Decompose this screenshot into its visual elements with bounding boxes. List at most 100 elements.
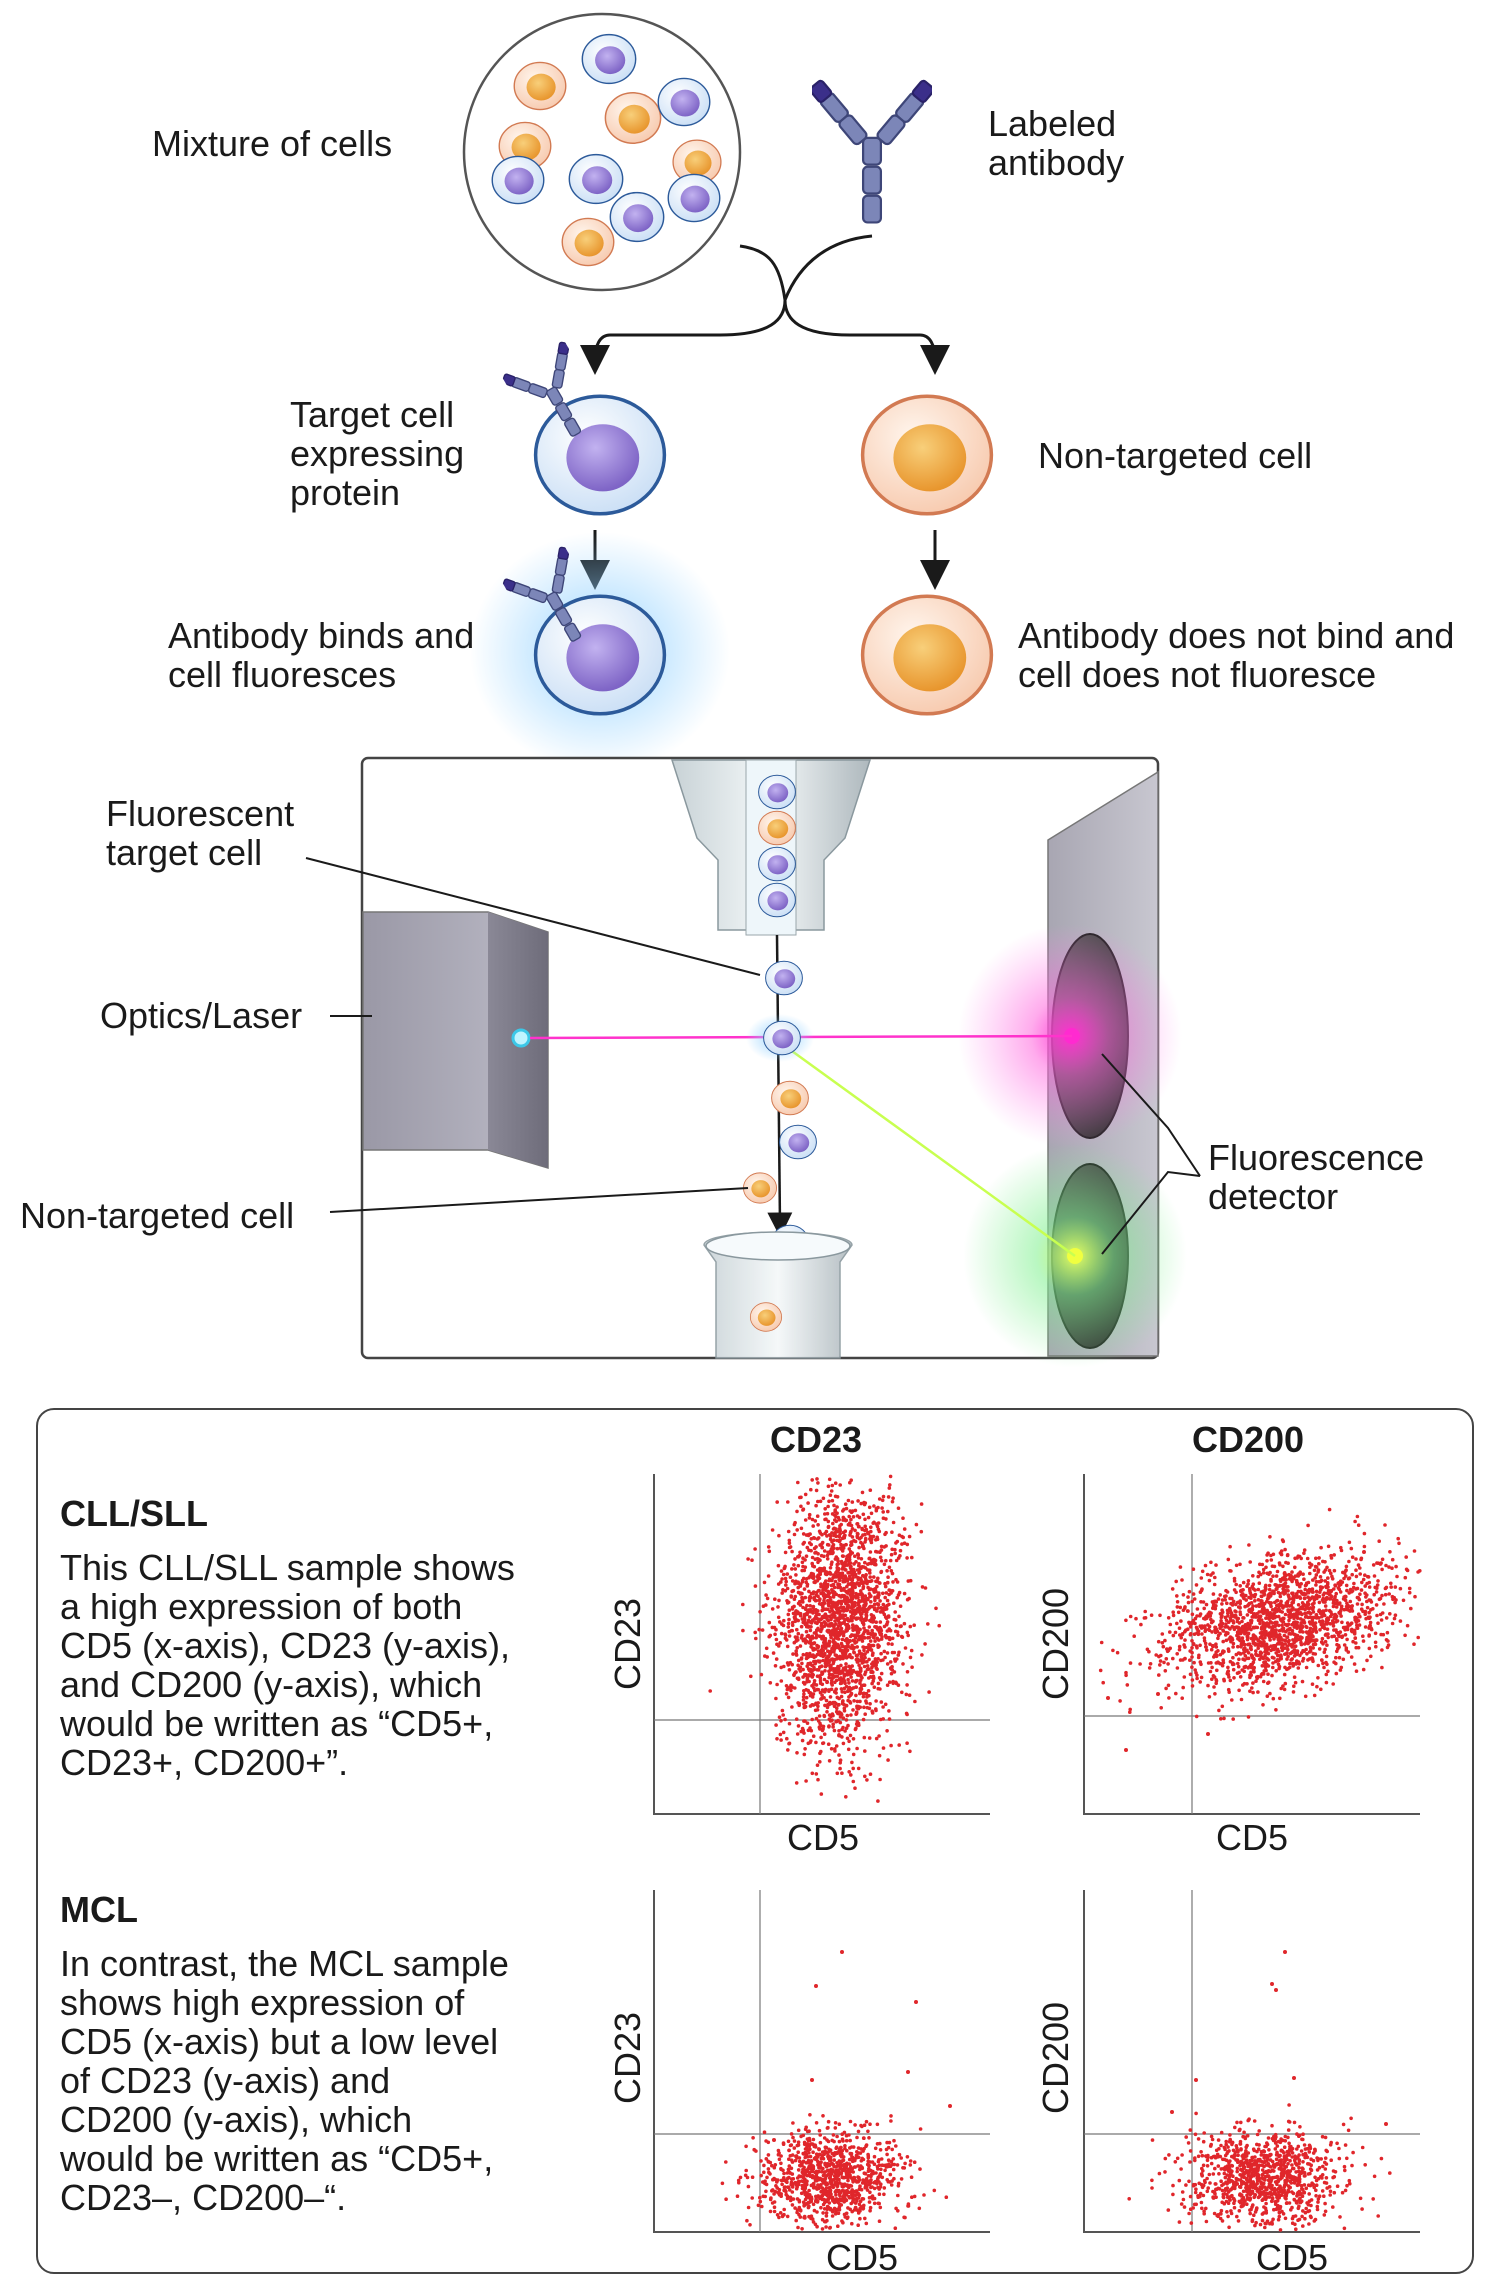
scatter-dot xyxy=(820,1728,825,1733)
scatter-dot xyxy=(1218,1593,1222,1597)
scatter-dot xyxy=(1339,1604,1344,1609)
scatter-dot xyxy=(817,1660,822,1664)
scatter-dot xyxy=(847,2162,852,2166)
scatter-dot xyxy=(862,1645,867,1650)
scatter-dot xyxy=(1231,1645,1235,1649)
scatter-dot xyxy=(804,1695,809,1700)
scatter-dot xyxy=(902,1541,907,1545)
scatter-dot xyxy=(867,1505,872,1510)
scatter-dot xyxy=(900,1635,905,1639)
scatter-dot xyxy=(1210,1630,1214,1634)
scatter-dot xyxy=(816,1594,820,1599)
scatter-dot xyxy=(1304,1665,1309,1670)
scatter-dot xyxy=(1186,1600,1191,1605)
scatter-dot xyxy=(853,1786,857,1790)
scatter-dot xyxy=(1317,1647,1322,1651)
scatter-dot xyxy=(838,2150,843,2155)
scatter-dot xyxy=(1267,1572,1271,1576)
scatter-dot xyxy=(804,1629,809,1634)
scatter-dot xyxy=(1292,1675,1297,1679)
scatter-dot xyxy=(1205,1572,1210,1577)
scatter-dot xyxy=(1217,1708,1221,1713)
scatter-dot xyxy=(868,1631,872,1636)
scatter-dot xyxy=(1160,1632,1165,1636)
scatter-dot xyxy=(1251,1690,1255,1695)
scatter-dot xyxy=(1300,1679,1305,1684)
scatter-dot xyxy=(1221,1658,1225,1662)
scatter-dot xyxy=(909,1648,914,1653)
scatter-dot xyxy=(1319,1687,1323,1692)
scatter-dot xyxy=(810,1771,815,1776)
scatter-dot xyxy=(848,2207,852,2212)
scatter-dot xyxy=(851,2170,855,2174)
scatter-dot xyxy=(1302,1551,1306,1555)
scatter-dot xyxy=(886,1575,890,1579)
scatter-dot xyxy=(1295,1611,1299,1616)
scatter-dot xyxy=(777,2157,782,2162)
scatter-dot xyxy=(1264,1668,1268,1673)
scatter-dot xyxy=(815,2178,820,2182)
scatter-dot xyxy=(759,2173,763,2178)
scatter-dot xyxy=(1158,1659,1163,1663)
scatter-dot xyxy=(827,1759,832,1763)
scatter-dot xyxy=(853,1554,857,1558)
scatter-dot xyxy=(1398,1586,1403,1591)
scatter-dot xyxy=(1339,1665,1344,1670)
scatter-dot xyxy=(879,1569,884,1574)
scatter-dot xyxy=(1321,1661,1325,1666)
scatter-dot xyxy=(879,2157,884,2161)
scatter-dot xyxy=(872,1602,877,1607)
scatter-dot xyxy=(1178,1565,1183,1569)
scatter-dot xyxy=(1294,1608,1298,1612)
scatter-dot xyxy=(1287,1632,1291,1636)
scatter-dot xyxy=(807,1654,811,1659)
scatter-dot xyxy=(793,1557,797,1561)
scatter-dot xyxy=(842,1686,847,1691)
scatter-dot xyxy=(893,1610,897,1614)
col-header-cd200: CD200 xyxy=(1192,1419,1305,1460)
scatter-dot xyxy=(1238,1605,1242,1609)
scatter-dot xyxy=(1231,1599,1236,1604)
scatter-dot xyxy=(777,1598,781,1603)
scatter-dot xyxy=(764,2189,768,2194)
scatter-dot xyxy=(822,1598,826,1603)
scatter-dot xyxy=(1275,1634,1279,1639)
scatter-dot xyxy=(1249,1609,1254,1614)
scatter-dot xyxy=(1349,1604,1353,1609)
scatter-dot xyxy=(814,1772,819,1776)
scatter-dot xyxy=(856,2211,861,2215)
scatter-dot xyxy=(1297,1595,1302,1599)
scatter-dot xyxy=(775,1737,779,1741)
scatter-dot xyxy=(1335,1638,1339,1642)
scatter-dot xyxy=(1416,1635,1420,1640)
scatter-dot xyxy=(923,1586,928,1590)
scatter-dot xyxy=(861,1632,866,1636)
scatter-dot xyxy=(1326,1544,1331,1549)
scatter-dot xyxy=(857,1537,862,1541)
scatter-dot xyxy=(1213,1692,1217,1696)
scatter-dot xyxy=(810,1703,814,1707)
scatter-dot xyxy=(846,1643,850,1648)
scatter-dot xyxy=(810,2183,815,2187)
scatter-dot xyxy=(1192,1597,1197,1601)
scatter-dot xyxy=(1282,1604,1287,1608)
scatter-dot xyxy=(837,1666,841,1671)
scatter-dot xyxy=(877,1734,881,1738)
scatter-dot xyxy=(1385,1630,1390,1635)
scatter-dot xyxy=(1271,1633,1275,1638)
scatter-dot xyxy=(857,1562,861,1566)
scatter-dot xyxy=(796,1618,800,1623)
scatter-dot xyxy=(801,1507,806,1511)
scatter-dot xyxy=(1310,1602,1315,1607)
scatter-dot xyxy=(1231,1717,1235,1721)
scatter-dot xyxy=(792,1522,797,1527)
scatter-dot xyxy=(1207,1578,1212,1583)
scatter-dot xyxy=(831,1593,836,1598)
scatter-dot xyxy=(1335,1649,1339,1654)
scatter-dot xyxy=(905,1556,909,1560)
scatter-dot xyxy=(850,2159,855,2164)
scatter-dot xyxy=(1216,1636,1220,1641)
scatter-dot xyxy=(813,1519,818,1523)
scatter-dot xyxy=(787,1538,792,1543)
scatter-dot xyxy=(1376,1579,1380,1583)
